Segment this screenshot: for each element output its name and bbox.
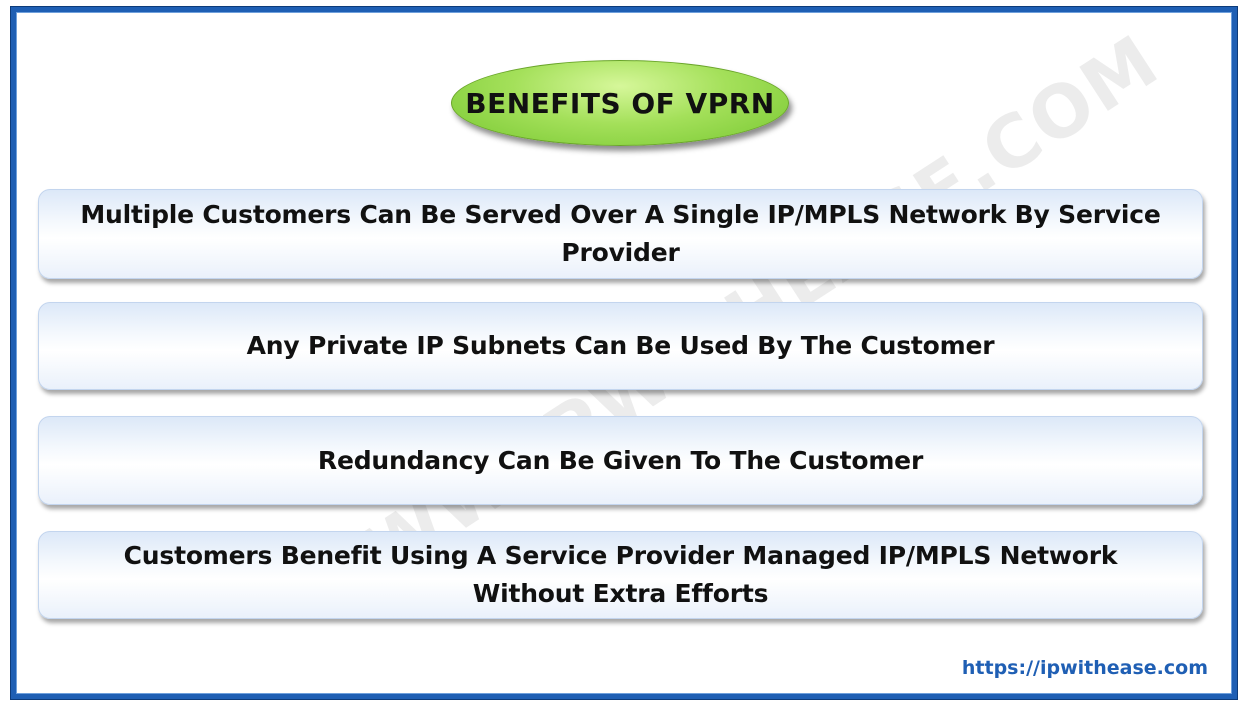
benefit-text-4: Customers Benefit Using A Service Provid… <box>123 541 1118 608</box>
benefit-box-1: Multiple Customers Can Be Served Over A … <box>38 189 1203 279</box>
benefit-box-2: Any Private IP Subnets Can Be Used By Th… <box>38 302 1203 390</box>
benefit-text-3: Redundancy Can Be Given To The Customer <box>317 445 924 475</box>
title-pill: BENEFITS OF VPRN <box>451 60 789 146</box>
benefit-box-3: Redundancy Can Be Given To The Customer <box>38 416 1203 505</box>
footer-url-link[interactable]: https://ipwithease.com <box>961 657 1208 679</box>
benefit-box-4: Customers Benefit Using A Service Provid… <box>38 531 1203 619</box>
benefit-text-2: Any Private IP Subnets Can Be Used By Th… <box>246 331 995 360</box>
benefit-text-1: Multiple Customers Can Be Served Over A … <box>80 200 1161 267</box>
diagram-title: BENEFITS OF VPRN <box>465 86 775 120</box>
